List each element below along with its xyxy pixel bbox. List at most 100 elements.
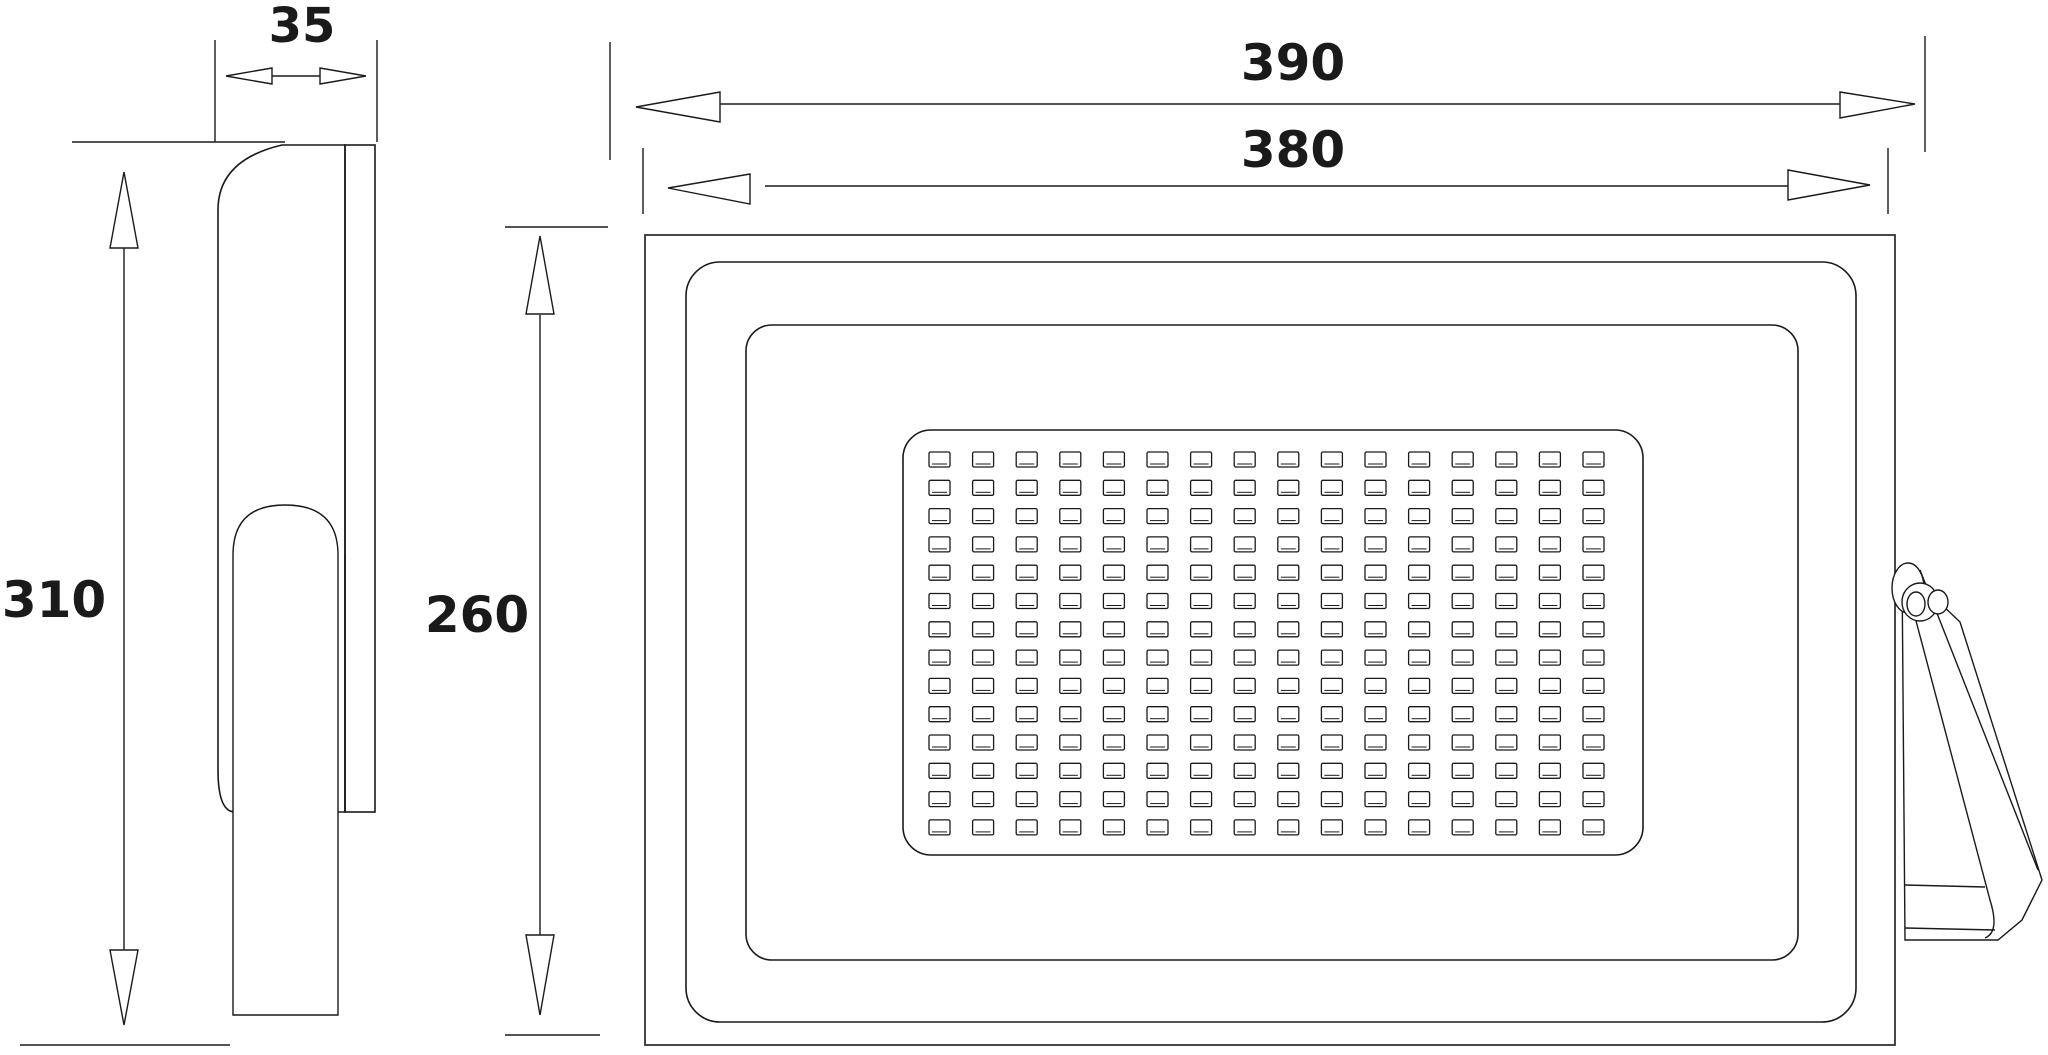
led-chip: [1364, 592, 1387, 610]
led-chip: [1495, 507, 1518, 525]
led-chip: [1189, 451, 1213, 468]
led-chip: [1582, 762, 1605, 779]
led-chip: [971, 819, 995, 836]
led-chip: [1407, 706, 1431, 723]
led-chip: [928, 479, 951, 496]
led-chip: [1582, 564, 1605, 581]
dim-label-side-height: 310: [2, 571, 106, 629]
led-array: [928, 451, 1605, 836]
led-chip: [928, 819, 951, 836]
led-chip: [1407, 819, 1431, 836]
led-chip: [1407, 649, 1431, 666]
led-chip: [1102, 649, 1126, 666]
arrow-right: [1839, 91, 1916, 119]
led-chip: [1451, 762, 1474, 779]
led-chip: [1320, 564, 1344, 581]
led-chip: [1146, 762, 1169, 779]
led-chip: [1407, 507, 1431, 525]
dim-label-depth: 35: [269, 0, 336, 54]
led-chip: [1538, 734, 1562, 751]
led-chip: [1015, 649, 1038, 666]
led-chip: [1189, 734, 1213, 751]
led-chip: [1451, 592, 1474, 610]
arrow-up: [525, 235, 555, 315]
led-chip: [1538, 649, 1562, 666]
led-chip: [1015, 762, 1038, 779]
led-chip: [928, 762, 951, 779]
led-chip: [1059, 451, 1082, 468]
yoke-knob-cap: [1927, 589, 1949, 615]
led-chip: [1059, 621, 1082, 638]
led-chip: [1407, 621, 1431, 638]
led-chip: [1582, 734, 1605, 751]
led-chip: [1102, 621, 1126, 638]
led-chip: [1059, 762, 1082, 779]
led-chip: [1015, 592, 1038, 610]
led-chip: [1320, 536, 1344, 553]
led-chip: [1189, 536, 1213, 553]
led-chip: [1582, 451, 1605, 468]
led-chip: [1059, 564, 1082, 581]
led-chip: [1407, 790, 1431, 808]
led-chip: [1277, 819, 1300, 836]
led-chip: [1146, 706, 1169, 723]
front-view: [505, 36, 2043, 1046]
led-chip: [1277, 451, 1300, 468]
led-chip: [1189, 507, 1213, 525]
led-chip: [1059, 734, 1082, 751]
led-chip: [1146, 677, 1169, 695]
led-chip: [1102, 507, 1126, 525]
led-chip: [1582, 790, 1605, 808]
led-chip: [1451, 479, 1474, 496]
led-chip: [1189, 592, 1213, 610]
led-chip: [1364, 734, 1387, 751]
led-chip: [1146, 479, 1169, 496]
led-chip: [1059, 706, 1082, 723]
led-chip: [1059, 677, 1082, 695]
led-chip: [1015, 734, 1038, 751]
led-chip: [1538, 621, 1562, 638]
led-chip: [1451, 734, 1474, 751]
led-chip: [1451, 536, 1474, 553]
led-chip: [928, 734, 951, 751]
led-chip: [971, 762, 995, 779]
led-chip: [1320, 790, 1344, 808]
led-chip: [1582, 649, 1605, 666]
led-chip: [1364, 479, 1387, 496]
led-chip: [1015, 677, 1038, 695]
led-chip: [1538, 819, 1562, 836]
led-chip: [1146, 819, 1169, 836]
led-chip: [1189, 677, 1213, 695]
led-chip: [1364, 621, 1387, 638]
led-chip: [971, 649, 995, 666]
led-chip: [1320, 762, 1344, 779]
dim-label-inner-width: 380: [1241, 121, 1345, 179]
led-chip: [928, 677, 951, 695]
led-chip: [1495, 536, 1518, 553]
led-chip: [1407, 677, 1431, 695]
led-chip: [1364, 706, 1387, 723]
led-chip: [1495, 621, 1518, 638]
led-chip: [1364, 564, 1387, 581]
led-chip: [1102, 790, 1126, 808]
led-chip: [1538, 451, 1562, 468]
led-chip: [1495, 819, 1518, 836]
led-chip: [1407, 762, 1431, 779]
side-bracket: [232, 504, 339, 1016]
led-chip: [1538, 790, 1562, 808]
side-view: [20, 40, 378, 1046]
front-bezel: [685, 261, 1857, 1023]
led-chip: [1582, 677, 1605, 695]
led-chip: [1582, 819, 1605, 836]
led-chip: [1364, 819, 1387, 836]
led-chip: [1059, 592, 1082, 610]
led-chip: [1102, 564, 1126, 581]
led-chip: [1146, 621, 1169, 638]
led-chip: [1059, 819, 1082, 836]
led-chip: [1320, 621, 1344, 638]
led-chip: [1102, 706, 1126, 723]
led-chip: [1495, 677, 1518, 695]
arrow-right: [1787, 169, 1871, 201]
led-chip: [1582, 621, 1605, 638]
led-chip: [1233, 479, 1256, 496]
